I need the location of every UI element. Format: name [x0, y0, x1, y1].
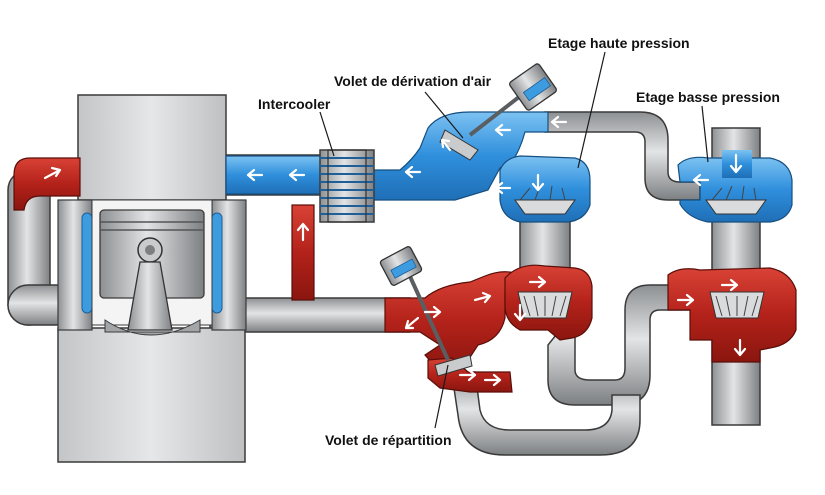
- bypass-exhaust-pipe: [451, 371, 641, 456]
- flow-arrow: [692, 173, 710, 187]
- coolant-jacket-left: [81, 212, 93, 314]
- connecting-rod: [127, 261, 173, 331]
- intercooler-core: [319, 149, 375, 223]
- flow-arrow: [473, 291, 492, 304]
- flow-arrow: [513, 303, 527, 322]
- hp-compressor-wheel: [514, 199, 576, 215]
- flow-arrow: [550, 115, 568, 129]
- flow-arrow: [440, 138, 452, 152]
- air-bypass-valve: [439, 63, 557, 161]
- flow-arrow: [676, 293, 695, 307]
- flow-arrow: [404, 316, 420, 330]
- coolant-jacket-right: [211, 212, 223, 314]
- flow-arrow: [404, 165, 422, 179]
- leader-etage-haute-pression: [577, 51, 606, 169]
- charge-air-pipe: [225, 155, 323, 195]
- leader-etage-basse-pression: [701, 105, 709, 163]
- flow-arrows: [43, 115, 747, 387]
- label-intercooler: Intercooler: [258, 96, 331, 112]
- crankcase: [57, 327, 246, 463]
- label-volet-repartition: Volet de répartition: [325, 432, 452, 448]
- flow-arrow: [720, 278, 739, 292]
- flow-arrow: [423, 305, 442, 319]
- label-volet-derivation: Volet de dérivation d'air: [334, 73, 492, 89]
- cylinder-head: [77, 94, 227, 201]
- flow-arrow: [535, 330, 549, 349]
- flow-arrow: [528, 275, 547, 289]
- turbo-wheels: [514, 185, 767, 319]
- leader-lines: [319, 51, 709, 429]
- flow-arrow: [296, 222, 310, 242]
- label-etage-haute-pression: Etage haute pression: [548, 35, 690, 51]
- flow-arrow: [494, 181, 512, 195]
- label-etage-basse-pression: Etage basse pression: [636, 89, 780, 105]
- lp-compressor-wheel: [705, 199, 767, 215]
- flow-arrow: [494, 123, 512, 137]
- flow-arrow: [483, 373, 502, 387]
- leader-volet-repartition: [434, 364, 449, 429]
- distribution-valve: [379, 246, 473, 377]
- flow-arrow: [43, 166, 62, 180]
- flow-arrow: [458, 368, 477, 382]
- lp-turbo-shaft: [711, 217, 761, 274]
- flow-arrow: [246, 168, 264, 182]
- flow-arrow: [733, 338, 747, 357]
- flow-arrow: [531, 173, 545, 192]
- lp-compressor-housing: [677, 156, 793, 223]
- flow-arrow: [288, 168, 306, 182]
- exhaust-manifold-flow: [384, 271, 521, 373]
- flow-arrow: [729, 153, 743, 174]
- egr-riser-flow: [291, 204, 315, 301]
- leader-volet-derivation: [424, 91, 464, 139]
- exhaust-port-flow: [13, 157, 81, 211]
- engine-block: [57, 94, 247, 463]
- leader-intercooler: [319, 111, 335, 157]
